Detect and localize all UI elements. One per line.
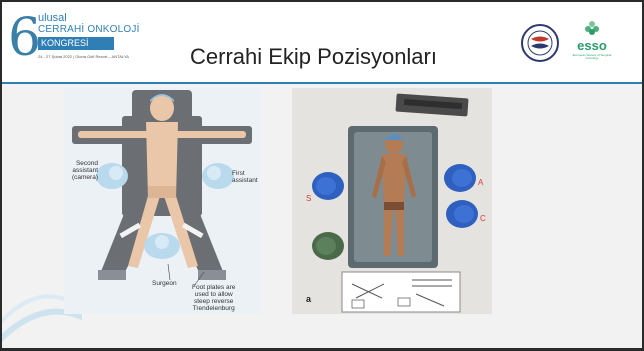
operating-room-layout-illustration — [292, 88, 492, 314]
slide-title: Cerrahi Ekip Pozisyonları — [190, 44, 437, 70]
esso-flower-icon — [584, 20, 600, 36]
congress-logo: 6 ulusal CERRAHİ ONKOLOJİ KONGRESİ 24 - … — [8, 12, 178, 74]
logo-date: 24 - 27 Şubat 2022 | Gloria Golf Resort … — [38, 54, 129, 59]
surgeon-label: Surgeon — [152, 280, 177, 287]
logo-kongresi: KONGRESİ — [38, 37, 114, 50]
label-s: S — [306, 194, 311, 203]
society-seal-icon — [521, 24, 559, 62]
label-c: C — [480, 214, 486, 223]
assistant-cap-a — [444, 164, 476, 192]
first-assistant-figure — [202, 163, 234, 189]
logo-cerrahi-onkoloji: CERRAHİ ONKOLOJİ — [38, 24, 140, 35]
foot-plates-label: Foot plates are used to allow steep reve… — [192, 284, 235, 312]
assistant-cap-c — [446, 200, 478, 228]
first-assistant-label: First assistant — [232, 170, 258, 184]
logo-ulusal: ulusal — [38, 12, 67, 24]
slide: 6 ulusal CERRAHİ ONKOLOJİ KONGRESİ 24 - … — [2, 2, 642, 348]
second-assistant-label: Second assistant (camera) — [68, 160, 98, 181]
team-position-photo: S A C a — [292, 88, 492, 314]
second-assistant-figure — [96, 163, 128, 189]
esso-subtitle: European Society of Surgical Oncology — [572, 54, 612, 60]
esso-logo: esso European Society of Surgical Oncolo… — [572, 20, 612, 64]
surgeon-cap-s — [312, 172, 344, 200]
logo-number: 6 — [8, 12, 41, 64]
team-position-diagram: Second assistant (camera) First assistan… — [64, 88, 260, 314]
esso-wordmark: esso — [572, 38, 612, 53]
panel-letter: a — [306, 294, 311, 304]
label-a: A — [478, 178, 483, 187]
header-divider — [2, 82, 642, 84]
surgeon-figure — [144, 233, 180, 259]
nurse-cap — [312, 232, 344, 260]
